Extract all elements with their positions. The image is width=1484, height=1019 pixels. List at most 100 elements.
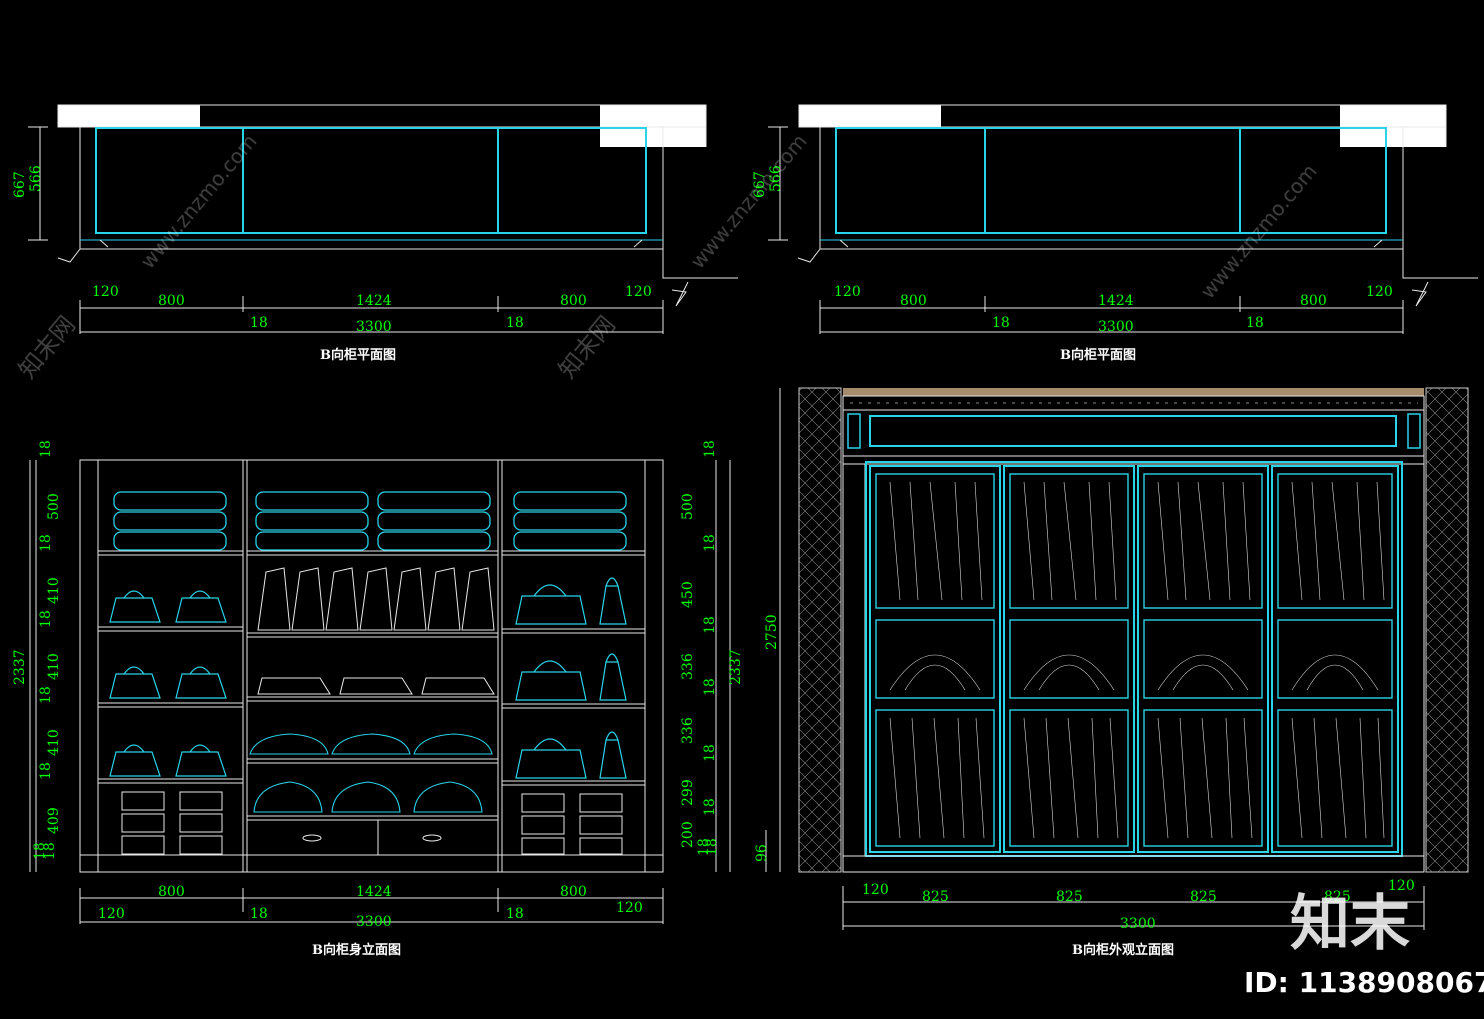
elev-front-dim-2: 825 <box>922 889 949 905</box>
plan-right-dim-5: 120 <box>1366 284 1393 300</box>
plan-left-dim-8: 18 <box>506 315 524 331</box>
handbag-icon-right <box>515 577 627 779</box>
elev-body-right-14: 18 <box>704 838 720 856</box>
elev-body: 800 1424 800 120 18 3300 18 120 2337 18 … <box>12 440 744 958</box>
elev-body-bot-2: 18 <box>250 906 268 922</box>
plan-left-dim-1: 120 <box>92 284 119 300</box>
watermark-id: ID: 1138908067 <box>1244 966 1484 999</box>
plan-left-dim-2: 800 <box>158 293 185 309</box>
folded-shirt-icon <box>249 733 493 813</box>
elev-front-dim-4: 825 <box>1190 889 1217 905</box>
elev-body-left-7: 18 <box>38 686 54 704</box>
elev-body-left-11: 18 <box>32 842 48 860</box>
elev-body-right-7: 18 <box>702 678 718 696</box>
elev-body-title: B向柜身立面图 <box>312 942 401 958</box>
elev-body-left-6: 410 <box>46 653 62 680</box>
elev-body-right-9: 18 <box>702 744 718 762</box>
elev-body-right-10: 299 <box>680 779 696 806</box>
elev-body-top-2: 1424 <box>356 884 392 900</box>
plan-right-dim-6: 18 <box>992 315 1010 331</box>
plan-right-wall-fill-right <box>1340 105 1446 147</box>
elev-body-bot-3: 3300 <box>356 914 392 930</box>
plan-right-dim-2: 800 <box>900 293 927 309</box>
door-panels <box>875 473 1393 847</box>
left-wall-hatch <box>798 387 842 873</box>
plan-right: 120 800 1424 800 120 18 3300 18 667 566 … <box>752 104 1478 363</box>
elev-body-left-total: 2337 <box>12 649 28 685</box>
elev-body-left-3: 18 <box>38 534 54 552</box>
elev-body-left-1: 18 <box>38 440 54 458</box>
elev-body-right-13: 18 <box>696 838 712 856</box>
handbag-icon <box>109 590 227 777</box>
elev-body-right-8: 336 <box>680 717 696 744</box>
watermark-cn-1: 知末网 <box>13 311 81 384</box>
elev-body-top-1: 800 <box>158 884 185 900</box>
plan-left-dim-4: 800 <box>560 293 587 309</box>
elev-front-dim-1: 120 <box>862 882 889 898</box>
watermark-brand: 知末 <box>1290 889 1410 959</box>
watermark-site-2: www.znzmo.com <box>685 129 811 273</box>
plan-right-wall-fill-left <box>799 105 941 127</box>
elev-body-right-3: 18 <box>702 534 718 552</box>
elev-front: 2750 96 120 825 825 825 825 120 3300 B向柜… <box>754 387 1469 958</box>
elev-body-left-4: 410 <box>46 577 62 604</box>
garment-icon <box>257 567 495 695</box>
sliding-doors <box>869 465 1399 853</box>
watermark-cn-2: 知末网 <box>553 311 621 384</box>
right-shelves <box>502 550 645 786</box>
elev-body-left-9: 18 <box>38 762 54 780</box>
plan-right-title: B向柜平面图 <box>1060 347 1136 363</box>
plan-left-side-1: 667 <box>12 171 28 198</box>
left-shelves <box>98 550 243 784</box>
elev-front-total: 3300 <box>1120 916 1156 932</box>
elev-body-right-11: 18 <box>702 798 718 816</box>
plan-left-dim-3: 1424 <box>356 293 392 309</box>
elev-body-bot-4: 18 <box>506 906 524 922</box>
elev-front-dim-6: 120 <box>1388 878 1415 894</box>
plan-left-dim-7: 3300 <box>356 319 392 335</box>
plan-left-side-2: 566 <box>28 165 44 192</box>
elev-body-right-4: 450 <box>680 581 696 608</box>
elev-front-title: B向柜外观立面图 <box>1072 942 1174 958</box>
elev-body-right-1: 18 <box>702 440 718 458</box>
plan-right-dim-1: 120 <box>834 284 861 300</box>
cornice <box>843 388 1424 396</box>
elev-body-left-12: 18 <box>42 842 58 860</box>
elev-body-right-6: 336 <box>680 653 696 680</box>
elev-body-right-12: 200 <box>680 821 696 848</box>
watermark: www.znzmo.com www.znzmo.com www.znzmo.co… <box>13 129 1321 384</box>
plan-left-wall-fill-right <box>600 105 706 147</box>
elev-body-left-10: 409 <box>46 807 62 834</box>
elev-body-right-5: 18 <box>702 616 718 634</box>
plan-left-title: B向柜平面图 <box>320 347 396 363</box>
plan-right-dim-8: 18 <box>1246 315 1264 331</box>
elev-body-left-2: 500 <box>46 493 62 520</box>
watermark-site-3: www.znzmo.com <box>1195 159 1321 303</box>
plan-left-dim-6: 18 <box>250 315 268 331</box>
folded-clothes-icon <box>113 491 627 551</box>
elev-body-bot-5: 120 <box>616 900 643 916</box>
plan-left-dim-5: 120 <box>625 284 652 300</box>
elev-body-right-2: 500 <box>680 493 696 520</box>
plan-right-side-1: 667 <box>752 171 768 198</box>
elev-body-bot-1: 120 <box>98 906 125 922</box>
plan-right-dim-7: 3300 <box>1098 319 1134 335</box>
center-shelves <box>247 550 498 855</box>
elev-body-left-8: 410 <box>46 729 62 756</box>
plan-left-wall-fill-left <box>58 105 200 127</box>
plan-right-dim-3: 1424 <box>1098 293 1134 309</box>
plan-right-dim-4: 800 <box>1300 293 1327 309</box>
plan-right-side-2: 566 <box>768 165 784 192</box>
drawer-boxes <box>121 791 623 855</box>
elev-front-dim-5: 825 <box>1324 889 1351 905</box>
elev-body-left-5: 18 <box>38 610 54 628</box>
elev-front-dim-3: 825 <box>1056 889 1083 905</box>
elev-body-right-total: 2337 <box>728 649 744 685</box>
plan-left: 120 800 1424 800 120 18 3300 18 667 566 … <box>12 104 738 363</box>
elev-front-height: 2750 <box>764 614 780 650</box>
right-wall-hatch <box>1425 387 1469 873</box>
elev-body-top-3: 800 <box>560 884 587 900</box>
wood-grain <box>889 481 1385 839</box>
elev-front-base: 96 <box>754 844 770 862</box>
